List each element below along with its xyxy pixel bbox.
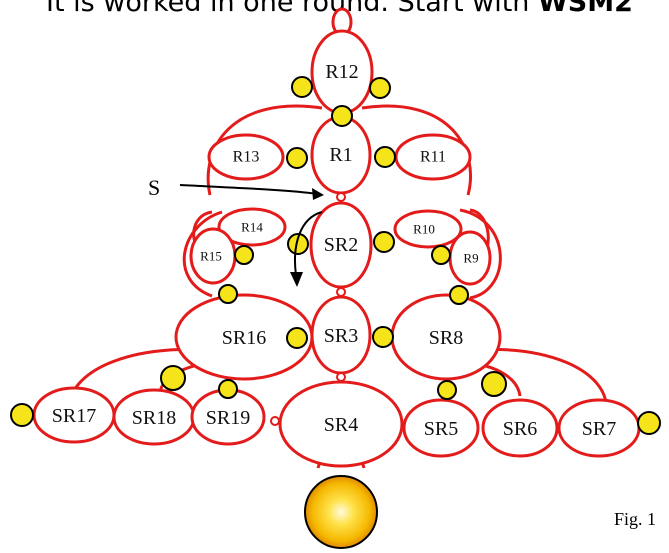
bead	[286, 327, 308, 349]
label-sr5: SR5	[424, 418, 458, 440]
label-sr7: SR7	[582, 418, 616, 440]
label-sr2: SR2	[324, 234, 358, 256]
picot	[336, 287, 346, 297]
bead	[286, 147, 308, 169]
start-arrows	[179, 184, 324, 287]
bead	[449, 285, 469, 305]
bead	[331, 105, 353, 127]
bead	[372, 326, 394, 348]
label-r11: R11	[420, 149, 446, 166]
bead	[373, 231, 395, 253]
figure-caption: Fig. 1	[614, 509, 656, 529]
chain-right-outer	[459, 208, 502, 300]
instruction-bold: WSM2	[537, 0, 633, 18]
picots	[270, 192, 346, 426]
bead	[10, 403, 34, 427]
beads	[10, 76, 661, 435]
bead	[437, 380, 457, 400]
start-arrow	[179, 184, 319, 195]
bead	[287, 233, 309, 255]
bead	[637, 411, 661, 435]
label-sr18: SR18	[132, 407, 176, 429]
label-sr19: SR19	[206, 407, 250, 429]
picot	[270, 416, 280, 426]
label-r10: R10	[413, 222, 435, 237]
ring-sr5	[402, 398, 480, 458]
label-sr17: SR17	[52, 405, 96, 427]
label-sr4: SR4	[324, 414, 358, 436]
label-r15: R15	[200, 249, 222, 264]
ring-labels: R12 R1 R13 R11 S R14 R10 SR2 R15 R9 SR16…	[52, 61, 616, 440]
instruction-text: It is worked in one round. Start with	[46, 0, 538, 18]
picot	[336, 372, 346, 382]
label-r13: R13	[233, 149, 260, 166]
chain-top-left	[206, 104, 323, 196]
bead	[374, 146, 396, 168]
bead	[481, 371, 507, 397]
direction-arrow	[294, 211, 323, 276]
ring-r13	[207, 133, 285, 181]
chain-top-right	[361, 104, 473, 196]
ring-sr6	[481, 398, 559, 458]
label-r12: R12	[325, 61, 358, 83]
bead	[369, 77, 391, 99]
bead	[291, 76, 313, 98]
label-sr16: SR16	[222, 327, 266, 349]
pendant-bead	[304, 475, 378, 549]
label-sr8: SR8	[429, 327, 463, 349]
bead	[431, 245, 451, 265]
label-sr3: SR3	[324, 325, 358, 347]
bead	[234, 245, 254, 265]
start-arrowhead	[312, 188, 324, 200]
instruction-heading: It is worked in one round. Start with WS…	[46, 0, 633, 18]
rings	[32, 7, 641, 468]
ring-r14	[217, 207, 287, 247]
label-r14: R14	[241, 220, 263, 235]
label-sr6: SR6	[503, 418, 537, 440]
label-r9: R9	[463, 251, 478, 266]
bead	[218, 379, 238, 399]
label-r1: R1	[329, 144, 352, 166]
bead	[218, 284, 238, 304]
ring-r10	[393, 209, 463, 249]
picot	[336, 192, 346, 202]
pendant	[304, 475, 378, 549]
chain-left-outer	[182, 210, 223, 298]
bead	[160, 365, 186, 391]
direction-arrowhead	[290, 272, 303, 287]
label-s: S	[148, 175, 160, 200]
